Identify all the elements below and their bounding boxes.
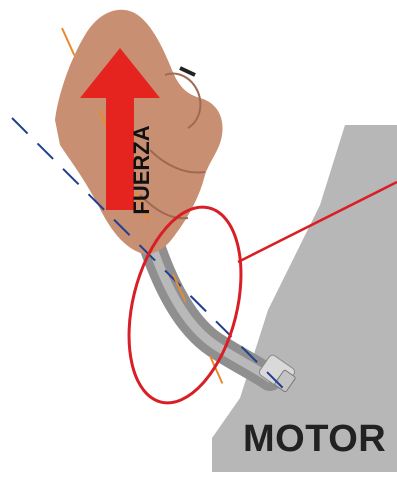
motor-label: MOTOR	[243, 418, 393, 461]
force-label: FUERZA	[122, 115, 162, 225]
